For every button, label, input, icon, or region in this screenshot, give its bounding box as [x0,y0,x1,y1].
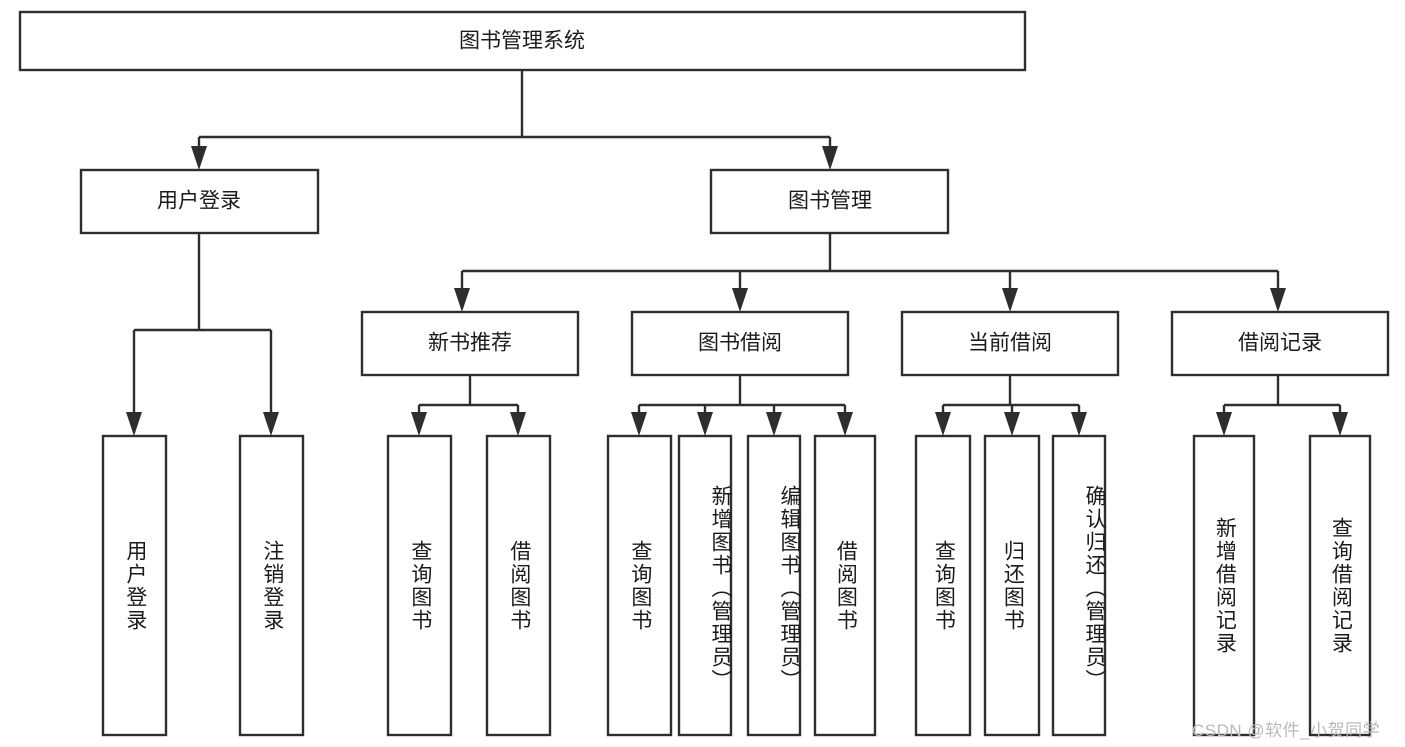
node-new-book-recommend-label: 新书推荐 [428,332,512,355]
arrow-to-leaf-query-book-2 [631,412,647,436]
arrow-to-leaf-borrow-book-1 [510,412,526,436]
node-root-label: 图书管理系统 [459,30,585,53]
node-leaf-edit-book-box[interactable] [746,434,802,737]
node-borrow-record-box[interactable] [1170,310,1390,377]
arrow-to-leaf-return-book [1004,412,1020,436]
node-leaf-user-logout-box[interactable] [238,434,305,737]
node-book-borrow[interactable]: 图书借阅 [630,310,850,377]
arrow-to-current-borrow [1002,288,1018,312]
arrow-to-leaf-edit-book [766,412,782,436]
node-leaf-user-login-box[interactable] [101,434,168,737]
arrow-to-leaf-add-borrow-record [1216,412,1232,436]
node-current-borrow-label: 当前借阅 [968,332,1052,355]
node-borrow-record[interactable]: 借阅记录 [1170,310,1390,377]
node-book-manage-box[interactable] [709,168,950,235]
node-leaf-return-book-box[interactable] [983,434,1041,737]
arrow-to-leaf-query-book-1 [411,412,427,436]
csdn-watermark: CSDN @软件_小贺同学 [1192,721,1381,740]
node-book-borrow-label: 图书借阅 [698,332,782,355]
arrow-to-leaf-query-borrow-record [1332,412,1348,436]
leaf-box-layer [101,434,1372,737]
node-user-login[interactable]: 用户登录 [79,168,320,235]
arrow-to-book-manage [822,146,838,170]
node-leaf-query-book-2-box[interactable] [606,434,673,737]
node-root-box[interactable] [18,10,1027,72]
node-book-manage-label: 图书管理 [788,190,872,213]
node-user-login-box[interactable] [79,168,320,235]
arrow-to-leaf-confirm-return [1071,412,1087,436]
node-leaf-query-book-3-box[interactable] [914,434,972,737]
arrow-to-book-borrow [732,288,748,312]
node-leaf-confirm-return-box[interactable] [1051,434,1107,737]
node-book-borrow-box[interactable] [630,310,850,377]
node-current-borrow[interactable]: 当前借阅 [900,310,1120,377]
connector-layer [126,70,1348,436]
node-leaf-add-borrow-record-box[interactable] [1192,434,1256,737]
arrow-to-leaf-user-logout [263,412,279,436]
node-book-manage[interactable]: 图书管理 [709,168,950,235]
arrow-to-new-book-recommend [454,288,470,312]
node-leaf-borrow-book-1-box[interactable] [485,434,552,737]
arrow-to-user-login [191,146,207,170]
node-leaf-borrow-book-2-box[interactable] [813,434,877,737]
node-leaf-add-book-box[interactable] [677,434,733,737]
node-borrow-record-label: 借阅记录 [1238,332,1322,355]
arrow-to-leaf-add-book [697,412,713,436]
arrow-to-borrow-record [1270,288,1286,312]
node-leaf-query-book-1-box[interactable] [386,434,453,737]
node-current-borrow-box[interactable] [900,310,1120,377]
arrow-to-leaf-borrow-book-2 [837,412,853,436]
node-new-book-recommend-box[interactable] [360,310,580,377]
node-leaf-query-borrow-record-box[interactable] [1308,434,1372,737]
node-root[interactable]: 图书管理系统 [18,10,1027,72]
arrow-to-leaf-query-book-3 [935,412,951,436]
node-user-login-label: 用户登录 [157,190,241,213]
arrow-to-leaf-user-login [126,412,142,436]
node-new-book-recommend[interactable]: 新书推荐 [360,310,580,377]
